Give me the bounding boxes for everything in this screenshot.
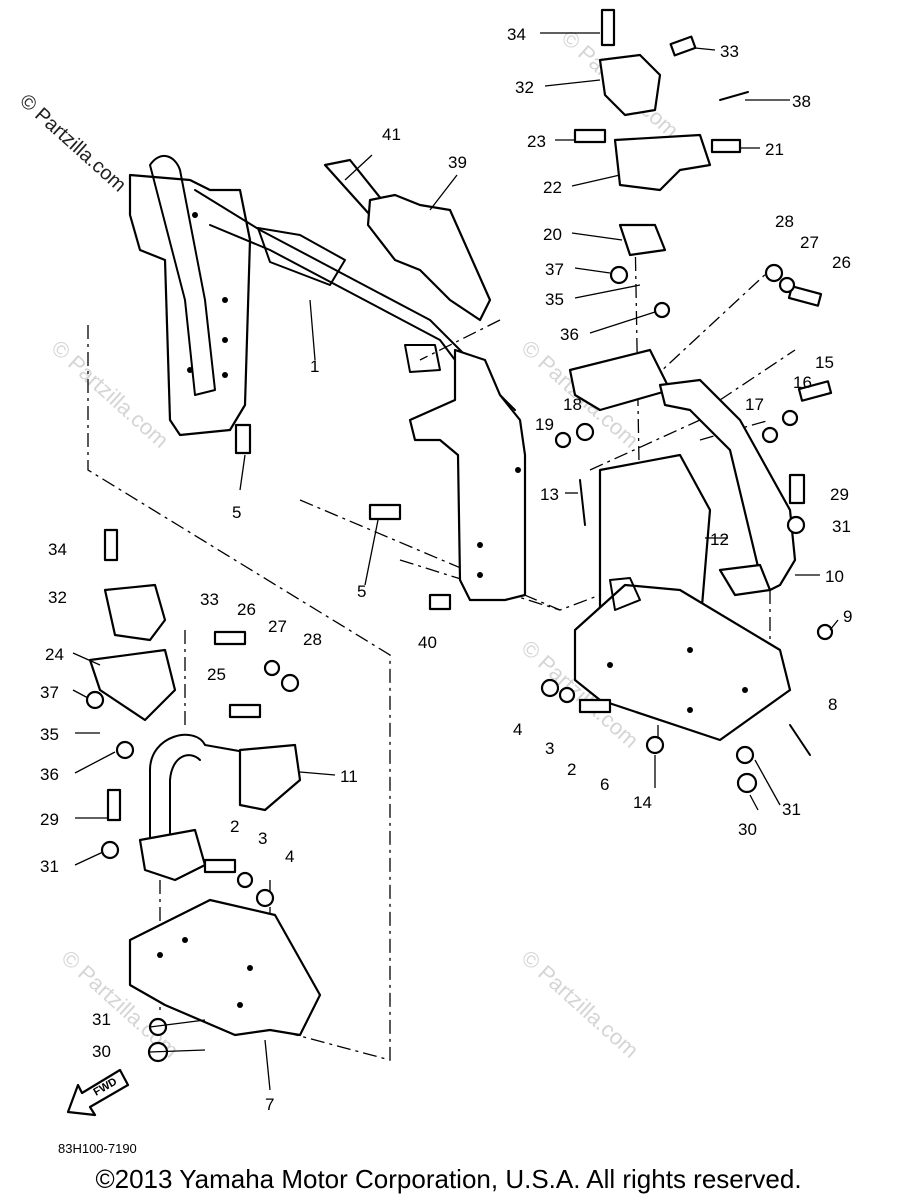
copyright-notice: ©2013 Yamaha Motor Corporation, U.S.A. A…: [95, 1164, 802, 1194]
callout-35: 35: [545, 290, 564, 309]
callout-9: 9: [843, 607, 852, 626]
callout-4: 4: [513, 720, 522, 739]
callout-10: 10: [825, 567, 844, 586]
callout-2: 2: [567, 760, 576, 779]
callout-31: 31: [40, 857, 59, 876]
part-41-39-brackets: [323, 158, 492, 322]
callout-23: 23: [527, 132, 546, 151]
diagram-code: 83H100-7190: [58, 1141, 137, 1156]
callout-30: 30: [92, 1042, 111, 1061]
callout-29: 29: [40, 810, 59, 829]
callout-31: 31: [832, 517, 851, 536]
callout-38: 38: [792, 92, 811, 111]
hardware: [85, 8, 834, 1063]
callout-27: 27: [800, 233, 819, 252]
part-1-frame: [128, 155, 527, 602]
left-lower-assembly: [88, 583, 322, 1037]
callout-37: 37: [545, 260, 564, 279]
callout-16: 16: [793, 373, 812, 392]
callout-24: 24: [45, 645, 64, 664]
callout-32: 32: [48, 588, 67, 607]
callout-33: 33: [200, 590, 219, 609]
callout-17: 17: [745, 395, 764, 414]
callout-20: 20: [543, 225, 562, 244]
callout-13: 13: [540, 485, 559, 504]
callout-31: 31: [92, 1010, 111, 1029]
callout-3: 3: [258, 829, 267, 848]
callout-8: 8: [828, 695, 837, 714]
callout-26: 26: [832, 253, 851, 272]
callout-41: 41: [382, 125, 401, 144]
callout-34: 34: [507, 25, 526, 44]
callout-11: 11: [340, 767, 358, 786]
callout-32: 32: [515, 78, 534, 97]
callout-14: 14: [633, 793, 652, 812]
callout-19: 19: [535, 415, 554, 434]
watermark-text: © Partzilla.com: [517, 945, 644, 1063]
callout-12: 12: [710, 530, 729, 549]
callout-37: 37: [40, 683, 59, 702]
callout-15: 15: [815, 353, 834, 372]
callout-4: 4: [285, 847, 294, 866]
callout-34: 34: [48, 540, 67, 559]
callout-5: 5: [357, 582, 366, 601]
right-assembly: [568, 53, 797, 742]
callout-22: 22: [543, 178, 562, 197]
watermark-text: © Partzilla.com: [47, 335, 174, 453]
callout-18: 18: [563, 395, 582, 414]
callout-28: 28: [775, 212, 794, 231]
callout-29: 29: [830, 485, 849, 504]
callout-31: 31: [782, 800, 801, 819]
callout-35: 35: [40, 725, 59, 744]
callout-33: 33: [720, 42, 739, 61]
callout-2: 2: [230, 817, 239, 836]
callout-6: 6: [600, 775, 609, 794]
callout-5: 5: [232, 503, 241, 522]
callout-26: 26: [237, 600, 256, 619]
callout-1: 1: [310, 357, 319, 376]
fwd-arrow-icon: FWD: [66, 1068, 130, 1117]
leader-lines: [72, 32, 839, 1091]
callout-27: 27: [268, 617, 287, 636]
callout-39: 39: [448, 153, 467, 172]
callout-30: 30: [738, 820, 757, 839]
callout-3: 3: [545, 739, 554, 758]
callout-40: 40: [418, 633, 437, 652]
callout-36: 36: [560, 325, 579, 344]
callout-28: 28: [303, 630, 322, 649]
callout-21: 21: [765, 140, 784, 159]
callout-7: 7: [265, 1095, 274, 1114]
callout-labels: 34 33 32 38 23 21 41 39 22 20 28 27 26 3…: [40, 25, 852, 1114]
callout-36: 36: [40, 765, 59, 784]
callout-25: 25: [207, 665, 226, 684]
